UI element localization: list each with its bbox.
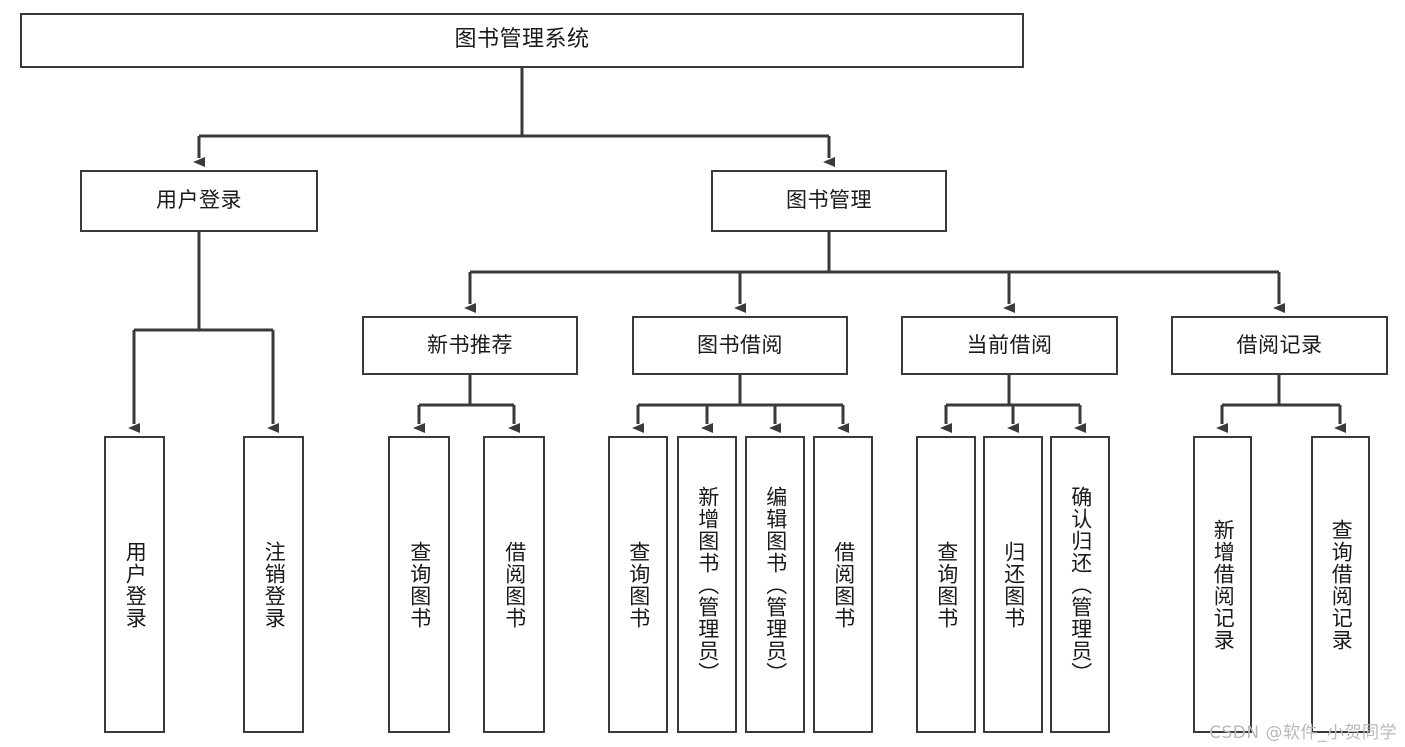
node-new-book-recommend[interactable]: 新书推荐 [362,316,578,375]
node-current-borrow[interactable]: 当前借阅 [901,316,1118,375]
node-label: 图书借阅 [697,332,783,357]
node-label: 图书管理 [786,188,872,213]
node-leaf-add-borrow-record[interactable]: 新增借阅记录 [1193,436,1252,733]
node-book-borrow[interactable]: 图书借阅 [632,316,848,375]
node-label: 注销登录 [262,540,287,629]
node-label: 当前借阅 [966,332,1053,357]
node-leaf-query-book-borrow[interactable]: 查询图书 [608,436,668,733]
node-leaf-query-book-current[interactable]: 查询图书 [916,436,976,733]
node-leaf-user-login[interactable]: 用户登录 [104,436,165,733]
node-label: 用户登录 [156,188,242,213]
node-leaf-return-book[interactable]: 归还图书 [983,436,1043,733]
node-leaf-borrow-book[interactable]: 借阅图书 [813,436,873,733]
node-leaf-confirm-return-admin[interactable]: 确认归还（管理员） [1050,436,1110,733]
node-label: 确认归还（管理员） [1068,485,1093,684]
node-book-management[interactable]: 图书管理 [711,170,947,232]
node-label: 查询借阅记录 [1329,518,1354,651]
node-label: 借阅图书 [831,540,856,629]
node-label: 新增图书（管理员） [695,485,720,684]
node-label: 借阅记录 [1236,332,1323,357]
node-root-book-management-system[interactable]: 图书管理系统 [20,13,1024,68]
node-label: 新书推荐 [427,332,513,357]
node-label: 借阅图书 [502,540,527,629]
node-user-login[interactable]: 用户登录 [80,170,318,232]
node-label: 查询图书 [934,540,959,629]
node-leaf-add-book-admin[interactable]: 新增图书（管理员） [677,436,737,733]
node-label: 查询图书 [626,540,651,629]
node-borrow-record[interactable]: 借阅记录 [1171,316,1388,375]
node-label: 归还图书 [1001,540,1026,629]
node-label: 用户登录 [123,540,148,629]
node-leaf-logout[interactable]: 注销登录 [243,436,304,733]
node-label: 新增借阅记录 [1211,518,1236,651]
node-leaf-query-book-newbook[interactable]: 查询图书 [388,436,450,733]
node-leaf-edit-book-admin[interactable]: 编辑图书（管理员） [745,436,805,733]
node-label: 图书管理系统 [454,27,590,53]
node-leaf-borrow-book-newbook[interactable]: 借阅图书 [483,436,545,733]
node-label: 编辑图书（管理员） [763,485,788,684]
node-label: 查询图书 [407,540,432,629]
node-leaf-query-borrow-record[interactable]: 查询借阅记录 [1311,436,1370,733]
